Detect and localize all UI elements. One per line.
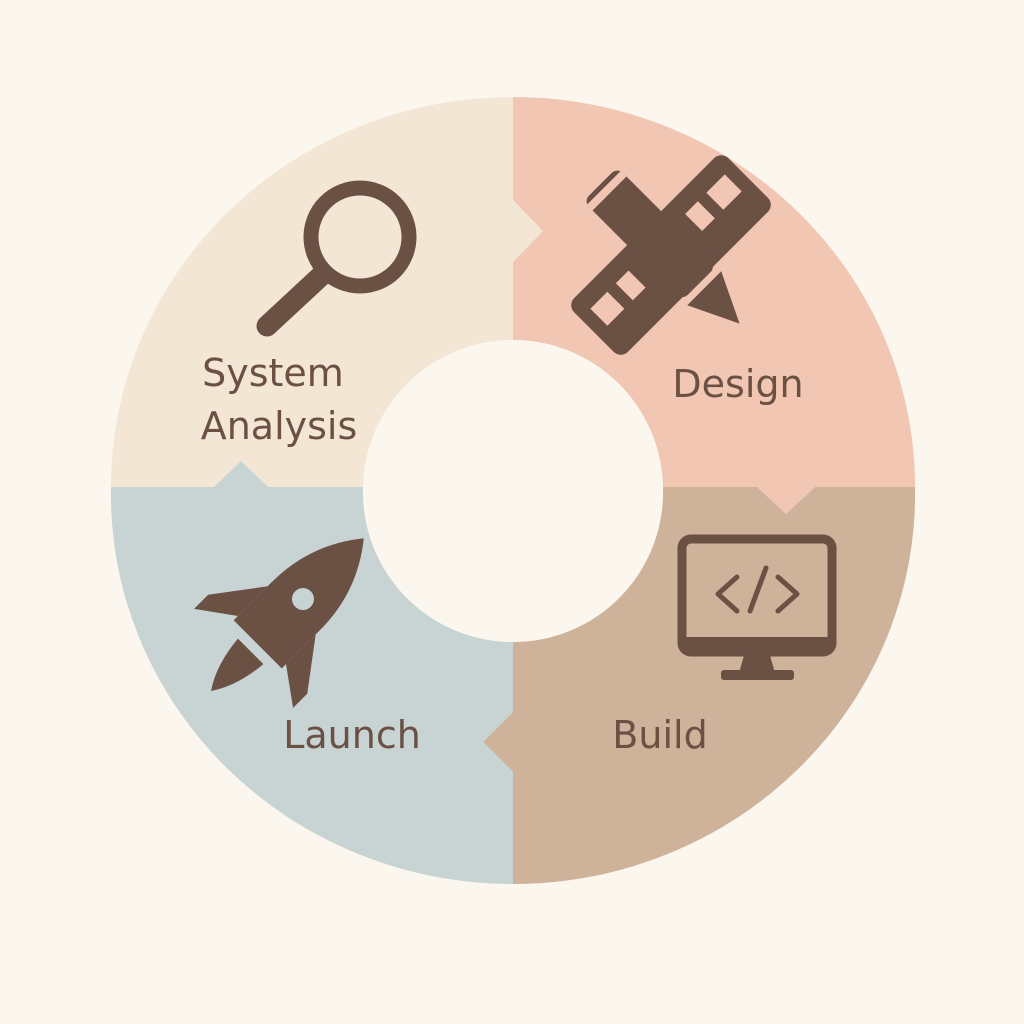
- label-system-analysis-line-2: Analysis: [201, 404, 358, 448]
- segment-build: [483, 487, 916, 884]
- label-launch: Launch: [283, 713, 421, 757]
- label-system-analysis: System Analysis: [201, 351, 358, 448]
- label-system-analysis-line-1: System: [202, 351, 344, 395]
- segment-system-analysis: [111, 97, 543, 487]
- label-design: Design: [672, 362, 803, 406]
- rocket-icon: [194, 538, 364, 708]
- code-monitor-icon: [677, 534, 837, 680]
- pencil-ruler-icon: [571, 155, 771, 355]
- magnifier-icon: [256, 180, 417, 337]
- center-hole: [363, 340, 663, 642]
- label-build: Build: [612, 713, 707, 757]
- segment-launch: [110, 461, 513, 884]
